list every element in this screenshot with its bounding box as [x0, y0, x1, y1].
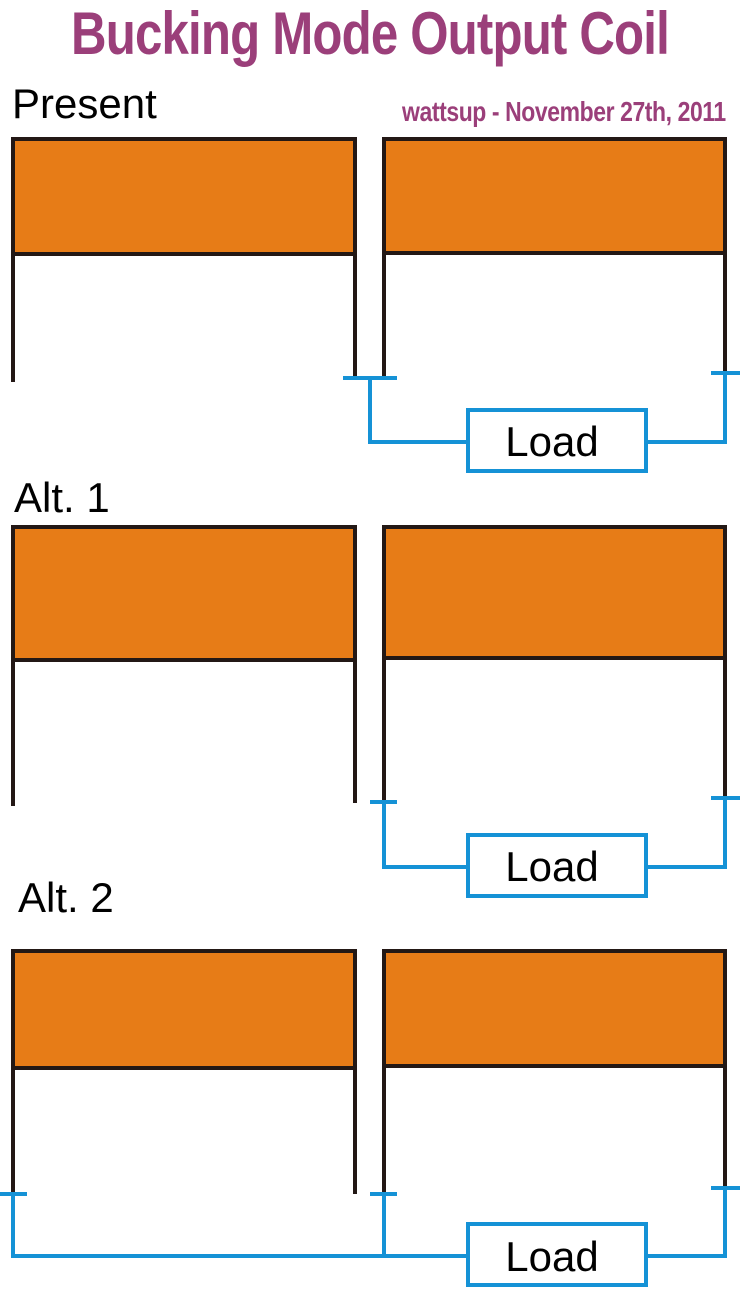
- coil-frame: [382, 525, 727, 802]
- left-coil: [11, 525, 357, 806]
- load-label: Load: [505, 843, 598, 890]
- load-box: [466, 408, 648, 473]
- section-label-alt-1: Alt. 1: [14, 474, 110, 521]
- coil-winding: [384, 139, 725, 253]
- coil-frame: [11, 949, 357, 1194]
- load-box: [466, 1222, 648, 1287]
- load-circuit: Load: [370, 796, 740, 898]
- left-coil: [11, 949, 357, 1194]
- coil-frame: [382, 949, 727, 1194]
- left-coil: [11, 137, 357, 382]
- coil-frame: [11, 137, 357, 382]
- coil-frame: [11, 525, 357, 806]
- load-wire: [0, 1186, 740, 1258]
- coil-frame: [382, 137, 727, 378]
- section-alt-1: Load: [11, 525, 740, 898]
- coil-winding: [13, 951, 355, 1068]
- section-present: Load: [11, 137, 740, 473]
- coil-winding: [384, 951, 725, 1066]
- author-date-caption: wattsup - November 27th, 2011: [402, 96, 726, 127]
- section-label-present: Present: [12, 80, 157, 127]
- right-coil: [382, 949, 727, 1194]
- coil-winding: [384, 527, 725, 658]
- load-circuit: Load: [343, 371, 740, 473]
- load-wire: [343, 371, 740, 444]
- section-alt-2: Load: [0, 949, 740, 1287]
- diagram-title: Bucking Mode Output Coil: [70, 0, 670, 67]
- load-label: Load: [505, 418, 598, 465]
- coil-winding: [13, 139, 355, 254]
- section-label-alt-2: Alt. 2: [18, 874, 114, 921]
- load-box: [466, 833, 648, 898]
- load-circuit: Load: [0, 1186, 740, 1287]
- load-label: Load: [505, 1233, 598, 1280]
- right-coil: [382, 137, 727, 378]
- coil-winding: [13, 527, 355, 660]
- load-wire: [370, 796, 740, 869]
- right-coil: [382, 525, 727, 802]
